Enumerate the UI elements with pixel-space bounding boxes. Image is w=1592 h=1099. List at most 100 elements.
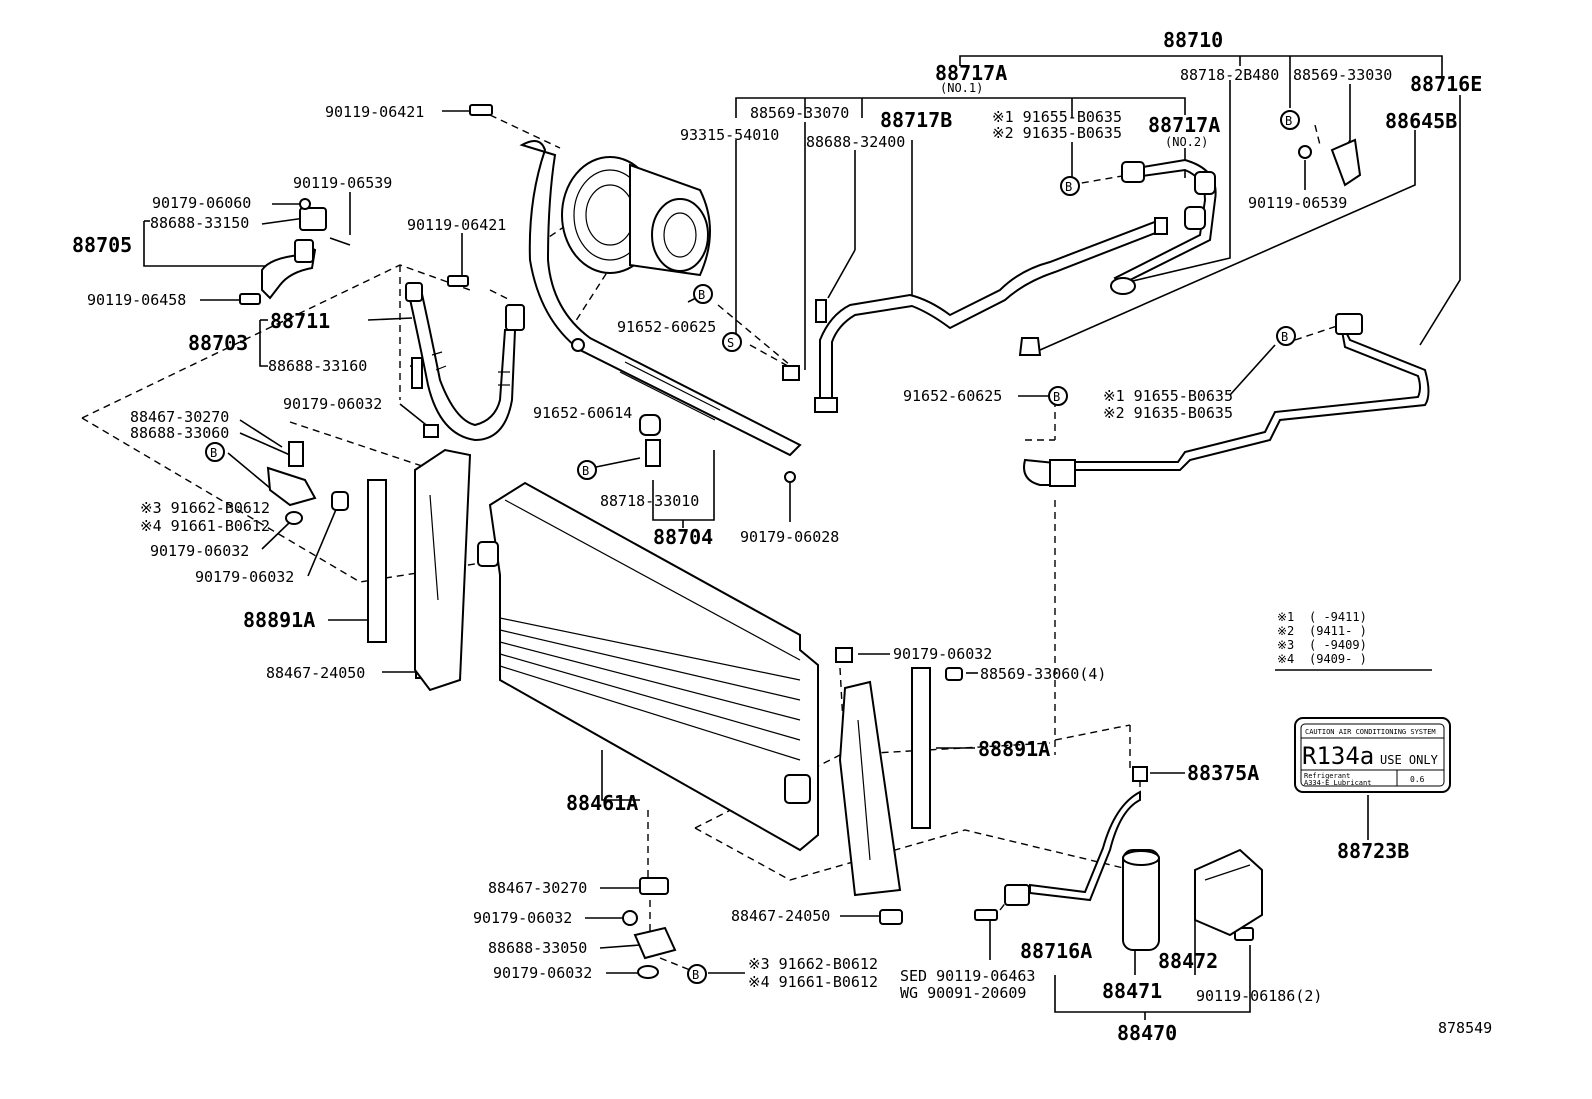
svg-text:B: B (698, 288, 705, 302)
svg-text:B: B (1053, 390, 1060, 404)
label-90179-06028: 90179-06028 (740, 528, 839, 546)
label-90119-06539-left: 90119-06539 (293, 174, 392, 192)
bracket-88569-33030 (1298, 138, 1362, 187)
label-90179-06032-f: 90179-06032 (493, 964, 592, 982)
label-88688-32400: 88688-32400 (806, 133, 905, 151)
label-91652-60625-right: 91652-60625 (903, 387, 1002, 405)
circle-marks: B B B S B B B B B (205, 110, 1300, 984)
label-90119-06463: SED 90119-06463 (900, 967, 1035, 985)
label-88467-30270-left: 88467-30270 (130, 408, 229, 426)
label-91652-60625-left: 91652-60625 (617, 318, 716, 336)
svg-text:S: S (727, 336, 734, 350)
circle-b-mark: B (205, 442, 225, 462)
decal-header: CAUTION AIR CONDITIONING SYSTEM (1305, 728, 1436, 736)
bracket-88891A-left (367, 448, 472, 692)
circle-b-mark: B (693, 284, 713, 304)
label-91661-B0612-bottom: ※4 91661-B0612 (748, 973, 878, 991)
label-88891A-left: 88891A (243, 608, 315, 632)
legend-range-3: ( -9409) (1309, 638, 1367, 652)
pipe-88717A-no2 (1110, 158, 1217, 295)
label-88472: 88472 (1158, 949, 1218, 973)
svg-text:B: B (1065, 180, 1072, 194)
label-91655-B0635-mid: ※1 91655-B0635 (1103, 387, 1233, 405)
label-90179-06032-b: 90179-06032 (150, 542, 249, 560)
decal-text: CAUTION AIR CONDITIONING SYSTEM R134a US… (1302, 728, 1439, 787)
small-fasteners (239, 104, 1254, 979)
legend-range-2: (9411- ) (1309, 624, 1367, 638)
pipe-88705 (261, 198, 351, 300)
decal-foot-c: 0.6 (1410, 775, 1425, 784)
label-91655-B0635-top: ※1 91655-B0635 (992, 108, 1122, 126)
label-88703: 88703 (188, 331, 248, 355)
label-90091-20609: WG 90091-20609 (900, 984, 1026, 1002)
label-88891A-right: 88891A (978, 737, 1050, 761)
label-88710: 88710 (1163, 28, 1223, 52)
svg-text:B: B (1285, 114, 1292, 128)
label-90179-06032-d: 90179-06032 (893, 645, 992, 663)
liquid-pipe-88716E (1023, 313, 1430, 487)
decal-use-only: USE ONLY (1380, 753, 1439, 767)
suction-hose (519, 140, 802, 457)
label-90179-06032-c: 90179-06032 (195, 568, 294, 586)
svg-text:B: B (1281, 330, 1288, 344)
hose-88711 (405, 282, 525, 442)
label-91635-B0635-top: ※2 91635-B0635 (992, 124, 1122, 142)
label-90119-06421-top: 90119-06421 (325, 103, 424, 121)
discharge-pipe-88717B (814, 217, 1168, 413)
label-88467-24050-top: 88467-24050 (266, 664, 365, 682)
label-88705: 88705 (72, 233, 132, 257)
label-91635-B0635-mid: ※2 91635-B0635 (1103, 404, 1233, 422)
label-90119-06458: 90119-06458 (87, 291, 186, 309)
legend: ※1 ( -9411) ※2 (9411- ) ※3 ( -9409) ※4 (… (1277, 610, 1367, 666)
label-88467-30270-bottom: 88467-30270 (488, 879, 587, 897)
label-88461A: 88461A (566, 791, 638, 815)
label-88688-33160: 88688-33160 (268, 357, 367, 375)
decal-r134a: R134a (1302, 742, 1374, 770)
legend-mark-1: ※1 (1277, 610, 1294, 624)
label-88716A: 88716A (1020, 939, 1092, 963)
label-91652-60614: 91652-60614 (533, 404, 632, 422)
legend-range-1: ( -9411) (1309, 610, 1367, 624)
label-88717B: 88717B (880, 108, 952, 132)
circle-b-mark: B (1060, 176, 1080, 196)
label-90179-06060: 90179-06060 (152, 194, 251, 212)
circle-b-mark: B (1048, 386, 1068, 406)
circle-s-mark: S (722, 332, 742, 352)
label-878549: 878549 (1438, 1019, 1492, 1037)
compressor (561, 156, 711, 277)
legend-mark-4: ※4 (1277, 652, 1294, 666)
label-88711: 88711 (270, 309, 330, 333)
label-90179-06032-e: 90179-06032 (473, 909, 572, 927)
legend-mark-2: ※2 (1277, 624, 1294, 638)
circle-b-mark: B (577, 460, 597, 480)
label-90119-06421-mid: 90119-06421 (407, 216, 506, 234)
label-91661-B0612-left: ※4 91661-B0612 (140, 517, 270, 535)
label-88470: 88470 (1117, 1021, 1177, 1045)
label-88471: 88471 (1102, 979, 1162, 1003)
circle-b-mark: B (1276, 326, 1296, 346)
label-88569-33060: 88569-33060(4) (980, 665, 1106, 683)
bracket-88891A-right (838, 667, 931, 897)
label-88569-33070: 88569-33070 (750, 104, 849, 122)
label-88718-2B480: 88718-2B480 (1180, 66, 1279, 84)
label-88688-33050: 88688-33050 (488, 939, 587, 957)
leader-lines (143, 55, 1461, 1020)
label-88716E: 88716E (1410, 72, 1482, 96)
legend-range-4: (9409- ) (1309, 652, 1367, 666)
label-88688-33150: 88688-33150 (150, 214, 249, 232)
label-88569-33030: 88569-33030 (1293, 66, 1392, 84)
label-90179-06032-a: 90179-06032 (283, 395, 382, 413)
label-88645B: 88645B (1385, 109, 1457, 133)
circle-b-mark: B (1280, 110, 1300, 130)
label-no2: (NO.2) (1165, 135, 1208, 149)
label-88723B: 88723B (1337, 839, 1409, 863)
svg-text:B: B (582, 464, 589, 478)
label-88375A: 88375A (1187, 761, 1259, 785)
label-88704: 88704 (653, 525, 713, 549)
label-no1: (NO.1) (940, 81, 983, 95)
label-88718-33010: 88718-33010 (600, 492, 699, 510)
label-88717A-no2: 88717A (1148, 113, 1220, 137)
label-90119-06539-right: 90119-06539 (1248, 194, 1347, 212)
